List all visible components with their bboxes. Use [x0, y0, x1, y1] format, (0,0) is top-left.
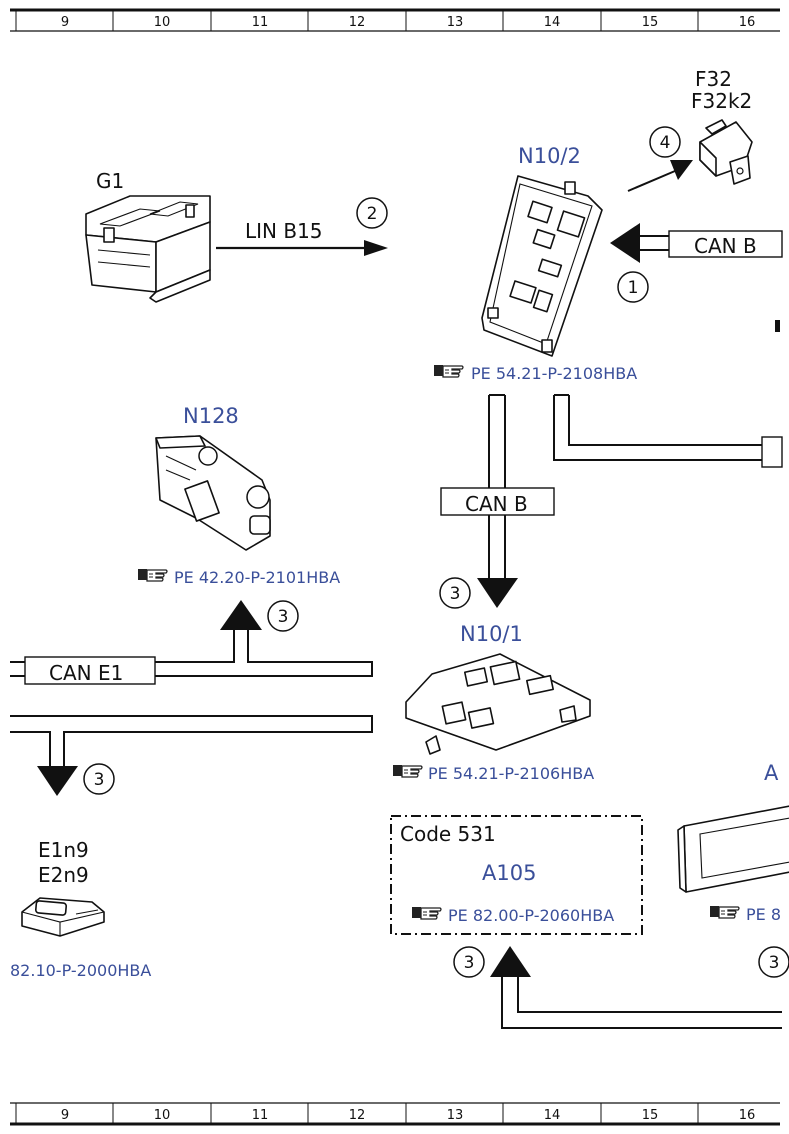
- svg-text:PE 54.21-P-2108HBA: PE 54.21-P-2108HBA: [471, 364, 637, 383]
- ruler-number: 11: [252, 15, 269, 30]
- svg-text:PE 54.21-P-2106HBA: PE 54.21-P-2106HBA: [428, 764, 594, 783]
- can-e1-up-arrowhead: [220, 600, 262, 630]
- a-right-label: A: [764, 761, 779, 785]
- can-b-right-label: CAN B: [694, 234, 757, 258]
- a105-up-arrowhead: [490, 946, 531, 977]
- e2n9-label: E2n9: [38, 863, 89, 887]
- a105-code-label: Code 531: [400, 822, 496, 846]
- pointing-hand-icon: [392, 764, 423, 778]
- marker-4: 4: [649, 126, 681, 158]
- can-e1-box: [24, 656, 156, 685]
- n10-2-label: N10/2: [518, 144, 581, 168]
- pointing-hand-icon: [709, 905, 740, 919]
- n128-label: N128: [183, 404, 239, 428]
- display-unit-icon[interactable]: [677, 805, 789, 893]
- a105-code-frame: [390, 815, 643, 935]
- n10-1-reference[interactable]: PE 54.21-P-2106HBA: [392, 764, 594, 783]
- relay-arrow-line: [627, 170, 676, 192]
- right-connector-box: [761, 436, 783, 468]
- svg-text:1: 1: [628, 278, 639, 298]
- top-ruler: 9 10 11 12 13 14 15 16: [10, 8, 780, 32]
- svg-text:PE 8: PE 8: [746, 905, 781, 924]
- n10-1-label: N10/1: [460, 622, 523, 646]
- ruler-number: 16: [739, 15, 756, 30]
- ruler-number: 15: [642, 1108, 659, 1123]
- lamp-unit-icon[interactable]: [21, 897, 105, 937]
- a105-reference[interactable]: PE 82.00-P-2060HBA: [411, 906, 614, 925]
- n128-reference[interactable]: PE 42.20-P-2101HBA: [137, 568, 340, 587]
- marker-3-right: 3: [758, 946, 789, 978]
- ruler-number: 9: [61, 15, 69, 30]
- pointing-hand-icon: [411, 906, 442, 920]
- relay-icon[interactable]: [699, 119, 753, 185]
- marker-2: 2: [356, 197, 388, 229]
- ruler-number: 15: [642, 15, 659, 30]
- marker-1: 1: [617, 271, 649, 303]
- can-b-input-arrowhead: [610, 223, 640, 263]
- ruler-number: 12: [349, 1108, 366, 1123]
- battery-icon[interactable]: [85, 195, 211, 303]
- marker-3-a105: 3: [453, 946, 485, 978]
- ruler-number: 13: [447, 15, 464, 30]
- e1n9-label: E1n9: [38, 838, 89, 862]
- marker-3-n10-1: 3: [439, 577, 471, 609]
- marker-3-e1n9: 3: [83, 763, 115, 795]
- control-unit-n128-icon[interactable]: [155, 435, 271, 551]
- ruler-number: 14: [544, 15, 561, 30]
- g1-label: G1: [96, 169, 124, 193]
- svg-text:3: 3: [278, 607, 289, 627]
- e1n9-down-arrowhead: [37, 766, 78, 796]
- can-e1-label: CAN E1: [49, 661, 123, 685]
- pointing-hand-icon: [137, 568, 168, 582]
- off-edge-mark: [775, 320, 780, 332]
- ruler-number: 10: [154, 15, 171, 30]
- relay-arrowhead: [670, 160, 693, 180]
- can-b-down-arrowhead: [477, 578, 518, 608]
- lin-b15-label: LIN B15: [245, 219, 323, 243]
- svg-text:PE 82.00-P-2060HBA: PE 82.00-P-2060HBA: [448, 906, 614, 925]
- control-unit-n10-1-icon[interactable]: [405, 653, 591, 755]
- ruler-number: 14: [544, 1108, 561, 1123]
- marker-3-n128: 3: [267, 600, 299, 632]
- svg-text:2: 2: [367, 204, 378, 224]
- ruler-number: 13: [447, 1108, 464, 1123]
- ruler-number: 11: [252, 1108, 269, 1123]
- can-b-right-box: [668, 230, 783, 258]
- svg-text:3: 3: [464, 953, 475, 973]
- ruler-number: 9: [61, 1108, 69, 1123]
- can-b-vertical-box: [440, 487, 555, 516]
- f32-label: F32: [695, 67, 732, 91]
- svg-text:4: 4: [660, 133, 671, 153]
- svg-text:3: 3: [94, 770, 105, 790]
- e1n9-reference[interactable]: 82.10-P-2000HBA: [10, 961, 151, 980]
- ruler-number: 10: [154, 1108, 171, 1123]
- svg-text:3: 3: [769, 953, 780, 973]
- svg-text:3: 3: [450, 584, 461, 604]
- pointing-hand-icon: [433, 364, 464, 378]
- bottom-ruler: 9 10 11 12 13 14 15 16: [10, 1102, 780, 1126]
- can-b-vertical-label: CAN B: [465, 492, 528, 516]
- f32k2-label: F32k2: [691, 89, 752, 113]
- a-right-reference[interactable]: PE 8: [709, 905, 781, 924]
- ruler-number: 12: [349, 15, 366, 30]
- lin-b15-arrowhead: [364, 240, 388, 256]
- n10-2-reference[interactable]: PE 54.21-P-2108HBA: [433, 364, 637, 383]
- svg-text:PE 42.20-P-2101HBA: PE 42.20-P-2101HBA: [174, 568, 340, 587]
- control-unit-n10-2-icon[interactable]: [481, 175, 603, 357]
- ruler-number: 16: [739, 1108, 756, 1123]
- a105-label: A105: [482, 861, 536, 885]
